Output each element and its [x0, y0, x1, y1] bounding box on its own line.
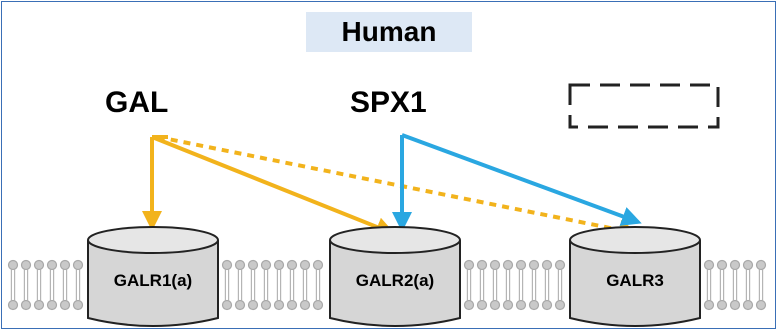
spx1-arrows — [392, 133, 642, 232]
lipid-head — [528, 299, 540, 311]
lipid-head — [716, 299, 728, 311]
gal-arrows — [142, 135, 639, 240]
lipid-head — [489, 299, 501, 311]
lipid-head — [554, 259, 566, 271]
lipid-head — [502, 299, 514, 311]
lipid-head — [7, 299, 19, 311]
lipid-head — [541, 299, 553, 311]
lipid-head — [703, 299, 715, 311]
lipid-head — [33, 299, 45, 311]
lipid-head — [463, 259, 475, 271]
gal-to-galr2-arrow — [151, 135, 396, 237]
empty-ligand-box — [568, 83, 720, 129]
lipid-head — [716, 259, 728, 271]
lipid-head — [221, 259, 233, 271]
lipid-head — [72, 259, 84, 271]
lipid-head — [247, 259, 259, 271]
lipid-head — [729, 299, 741, 311]
lipid-head — [528, 259, 540, 271]
lipid-head — [515, 259, 527, 271]
lipid-head — [59, 259, 71, 271]
lipid-head — [742, 299, 754, 311]
lipid-head — [33, 259, 45, 271]
lipid-head — [46, 259, 58, 271]
species-title: Human — [306, 12, 472, 52]
lipid-head — [755, 299, 767, 311]
lipid-head — [476, 259, 488, 271]
lipid-head — [273, 299, 285, 311]
lipid-head — [20, 299, 32, 311]
receptor-galr2 — [329, 226, 461, 327]
lipid-head — [703, 259, 715, 271]
receptor-label-galr2: GALR2(a) — [355, 271, 435, 290]
lipid-head — [476, 299, 488, 311]
lipid-head — [221, 299, 233, 311]
lipid-head — [729, 259, 741, 271]
lipid-head — [20, 259, 32, 271]
lipid-head — [515, 299, 527, 311]
lipid-head — [554, 299, 566, 311]
lipid-head — [286, 299, 298, 311]
lipid-head — [273, 259, 285, 271]
lipid-head — [46, 299, 58, 311]
gal-to-galr3-arrow — [157, 135, 639, 240]
receptor-label-galr1: GALR1(a) — [113, 271, 193, 290]
receptor-galr3 — [569, 226, 701, 327]
lipid-head — [286, 259, 298, 271]
lipid-head — [502, 259, 514, 271]
ligand-spx1: SPX1 — [350, 86, 427, 119]
receptor-label-galr3: GALR3 — [606, 271, 664, 290]
lipid-head — [260, 259, 272, 271]
lipid-head — [260, 299, 272, 311]
lipid-head — [742, 259, 754, 271]
lipid-head — [59, 299, 71, 311]
lipid-head — [247, 299, 259, 311]
receptor-galr1 — [87, 226, 219, 327]
ligand-gal: GAL — [105, 86, 169, 119]
lipid-head — [312, 299, 324, 311]
lipid-head — [7, 259, 19, 271]
lipid-head — [312, 259, 324, 271]
lipid-head — [299, 299, 311, 311]
lipid-head — [72, 299, 84, 311]
lipid-head — [234, 259, 246, 271]
membrane — [7, 259, 767, 311]
lipid-head — [541, 259, 553, 271]
lipid-head — [299, 259, 311, 271]
lipid-head — [463, 299, 475, 311]
spx1-to-galr3-arrow — [401, 133, 642, 226]
lipid-head — [234, 299, 246, 311]
lipid-head — [755, 259, 767, 271]
lipid-head — [489, 259, 501, 271]
